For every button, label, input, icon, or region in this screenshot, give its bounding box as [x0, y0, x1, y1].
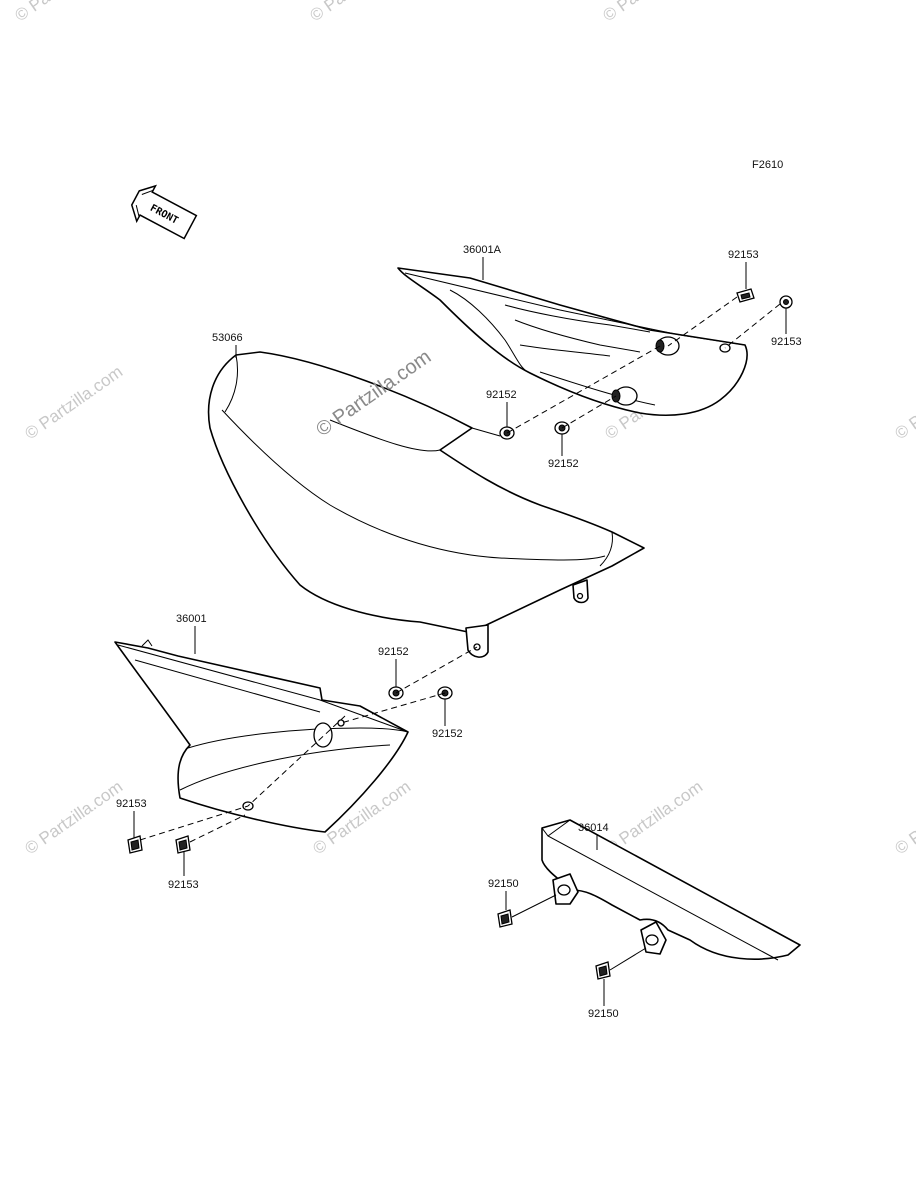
bolt-92153-callout-d: 92153 — [168, 879, 199, 891]
bolt-92153-callout-c: 92153 — [116, 798, 147, 810]
grommet-92152-b — [554, 421, 570, 435]
grommet-92152-callout-c: 92152 — [378, 646, 409, 658]
bolt-92150-callout-b: 92150 — [588, 1008, 619, 1020]
chain-cover-callout: 36014 — [578, 822, 609, 834]
watermark: © Partzilla.com — [21, 362, 126, 443]
diagram-code: F2610 — [752, 159, 783, 171]
watermark: © Partzilla.com — [891, 777, 916, 858]
seat — [207, 351, 645, 658]
side-cover-left — [114, 639, 409, 833]
watermark: © Partzilla.com — [599, 0, 704, 25]
bolt-92153-callout-a: 92153 — [728, 249, 759, 261]
watermark: © Partzilla.com — [306, 0, 411, 25]
side-cover-right-callout: 36001A — [463, 244, 502, 256]
bolt-92150-b — [595, 961, 611, 980]
side-cover-right — [397, 267, 748, 417]
bolt-92153-lower-a — [127, 835, 143, 854]
bolt-92150-a — [497, 909, 513, 928]
bolt-92150-callout-a: 92150 — [488, 878, 519, 890]
grommet-92152-callout-d: 92152 — [432, 728, 463, 740]
front-arrow-icon: FRONT — [130, 184, 198, 240]
bolt-92153-lower-b — [175, 835, 191, 854]
bolt-92153-upper-b — [779, 295, 793, 309]
bolt-92153-upper-a — [736, 288, 755, 303]
side-cover-left-callout: 36001 — [176, 613, 207, 625]
watermark: © Partzilla.com — [891, 362, 916, 443]
seat-callout: 53066 — [212, 332, 243, 344]
grommet-92152-callout-b: 92152 — [548, 458, 579, 470]
bolt-92153-callout-b: 92153 — [771, 336, 802, 348]
chain-cover — [541, 819, 801, 961]
grommet-92152-callout-a: 92152 — [486, 389, 517, 401]
watermark: © Partzilla.com — [11, 0, 116, 25]
watermark: © Partzilla.com — [21, 777, 126, 858]
